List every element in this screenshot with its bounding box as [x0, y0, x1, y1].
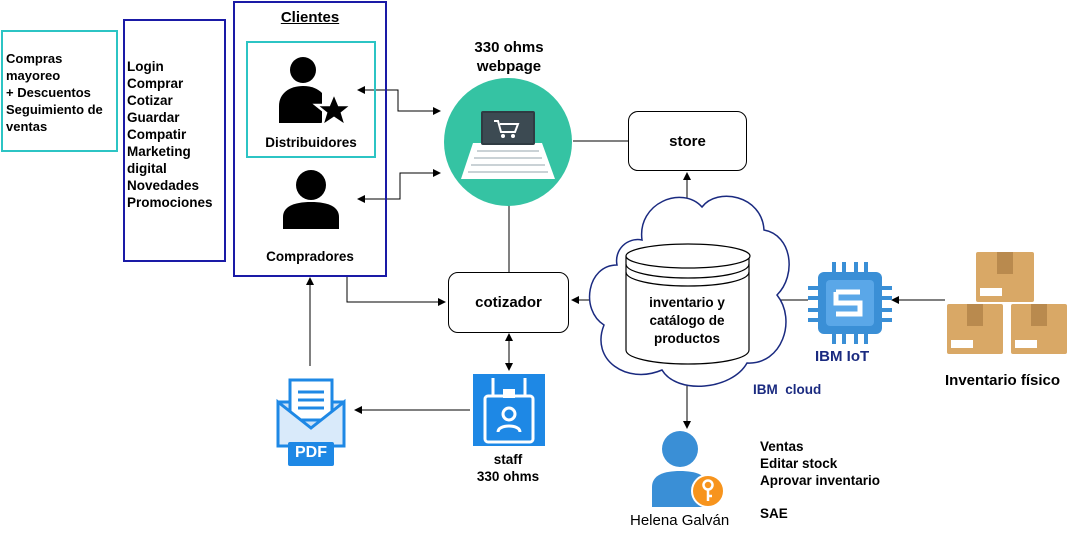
webpage-title-line: webpage: [476, 58, 542, 75]
staff-label-line: 330 ohms: [476, 469, 540, 484]
feature-item: Guardar: [127, 110, 180, 125]
iot-chip-icon: [808, 262, 892, 344]
feature-item: Login: [127, 59, 164, 74]
iot-label: IBM IoT: [815, 348, 870, 365]
store-box: store: [628, 111, 747, 171]
distribuidores-label: Distribuidores: [265, 135, 357, 150]
webpage-laptop-cart-icon: [444, 78, 572, 206]
compradores-label: Compradores: [266, 249, 354, 264]
distribuidores-box: Distribuidores: [246, 41, 376, 158]
box-top: [976, 252, 1034, 302]
admin-tasks: Ventas Editar stock Aprovar inventario: [760, 438, 880, 489]
buyer-person-icon: [283, 170, 339, 229]
webpage-title-line: 330 ohms: [474, 39, 544, 56]
inventory-label: inventario y catálogo de productos: [628, 294, 746, 348]
benefits-line: Seguimiento de: [6, 102, 103, 117]
staff-label-line: staff: [493, 452, 523, 467]
benefits-box: Compras mayoreo + Descuentos Seguimiento…: [1, 30, 118, 152]
benefits-list: Compras mayoreo + Descuentos Seguimiento…: [6, 50, 103, 135]
features-box: Login Comprar Cotizar Guardar Compatir M…: [123, 19, 226, 262]
features-list: Login Comprar Cotizar Guardar Compatir M…: [127, 58, 213, 211]
admin-task: Editar stock: [760, 456, 838, 471]
feature-item: Promociones: [127, 195, 213, 210]
arrow-distribuidores-webpage: [357, 86, 441, 115]
staff-badge-icon: [473, 374, 545, 446]
feature-item: Novedades: [127, 178, 200, 193]
benefits-line: ventas: [6, 119, 48, 134]
admin-user-key-icon: [652, 431, 725, 508]
cotizador-box: cotizador: [448, 272, 569, 333]
inventory-label-line: productos: [654, 331, 720, 346]
webpage-title: 330 ohms webpage: [450, 38, 568, 76]
distributor-star-icon: [279, 57, 356, 129]
clients-title: Clientes: [280, 9, 340, 26]
benefits-line: mayoreo: [6, 68, 61, 83]
inventory-label-line: inventario y: [649, 295, 725, 310]
feature-item: Marketing: [127, 144, 191, 159]
admin-task: Ventas: [760, 439, 804, 454]
staff-label: staff 330 ohms: [455, 451, 561, 485]
cloud-label: IBM cloud: [753, 382, 822, 397]
admin-task: Aprovar inventario: [760, 473, 881, 488]
box-left: [947, 304, 1003, 354]
box-right: [1011, 304, 1067, 354]
benefits-line: Compras: [6, 51, 63, 66]
feature-item: Cotizar: [127, 93, 173, 108]
benefits-line: + Descuentos: [6, 85, 91, 100]
feature-item: Compatir: [127, 127, 187, 142]
arrow-compradores-webpage: [357, 169, 441, 203]
database-cylinder: [625, 243, 751, 365]
admin-extra: SAE: [760, 506, 788, 521]
feature-item: digital: [127, 161, 167, 176]
pdf-label: PDF: [295, 444, 327, 461]
physical-inventory-label: Inventario físico: [945, 372, 1061, 389]
arrow-clients-cotizador: [346, 276, 446, 306]
inventory-boxes-icon: [947, 252, 1067, 354]
inventory-label-line: catálogo de: [649, 313, 725, 328]
admin-name: Helena Galván: [630, 512, 730, 529]
pdf-envelope-icon: [276, 378, 346, 466]
feature-item: Comprar: [127, 76, 184, 91]
clients-box: Clientes Distribuidores Compradores: [233, 1, 387, 277]
